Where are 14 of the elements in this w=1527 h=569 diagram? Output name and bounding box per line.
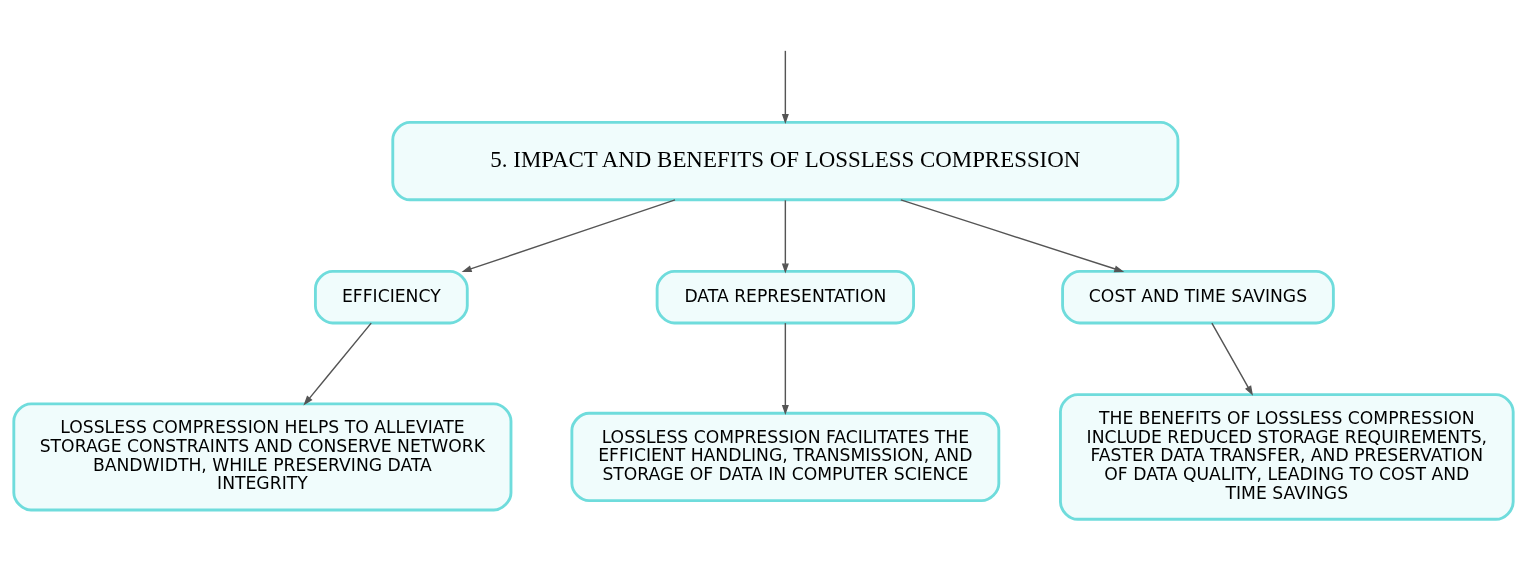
arrow [1211,322,1253,396]
arrow [781,50,789,125]
node-box: 5. IMPACT AND BENEFITS OF LOSSLESS COMPRESSION [391,120,1180,202]
arrow [303,322,372,406]
node-box: DATA REPRESENTATION [655,269,915,325]
node-box: EFFICIENCY [313,269,469,325]
node-box: LOSSLESS COMPRESSION HELPS TO ALLEVIATE STORAGE CONSTRAINTS AND CONSERVE NETWORK BANDWIDTH, WHILE PRESERVING DATA INTEGRITY [12,402,513,512]
node-box: COST AND TIME SAVINGS [1061,269,1335,325]
arrow [900,199,1125,273]
arrow [781,322,789,415]
arrow [461,199,676,273]
arrow [781,199,789,274]
node-box: THE BENEFITS OF LOSSLESS COMPRESSION INCLUDE REDUCED STORAGE REQUIREMENTS, FASTER DATA TRANSFER, AND PRESERVATION OF DATA QUALITY, LEADING TO COST AND TIME SAVINGS [1059,393,1515,521]
node-box: LOSSLESS COMPRESSION FACILITATES THE EFFICIENT HANDLING, TRANSMISSION, AND STORAGE OF DATA IN COMPUTER SCIENCE [570,411,1001,503]
